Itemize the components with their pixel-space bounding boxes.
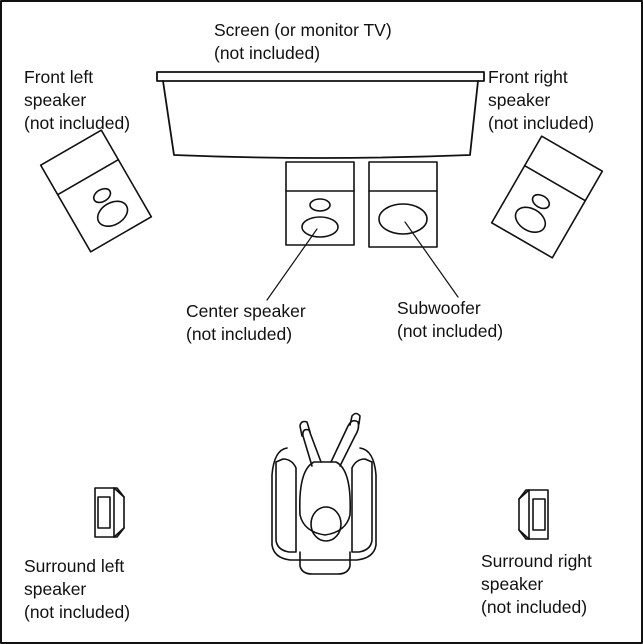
surround-right-label-line1: Surround right xyxy=(481,551,592,571)
subwoofer-label-line2: (not included) xyxy=(397,321,504,341)
center-label-line1: Center speaker xyxy=(186,301,306,321)
screen-icon xyxy=(156,71,485,159)
center-label-line2: (not included) xyxy=(186,324,293,344)
surround-right-label: Surround right speaker (not included) xyxy=(481,550,592,619)
front-left-label-line2: speaker xyxy=(24,90,87,110)
surround-left-speaker-icon xyxy=(94,487,125,538)
surround-left-label: Surround left speaker (not included) xyxy=(24,555,130,624)
listener-in-chair-icon xyxy=(271,412,377,575)
surround-left-label-line1: Surround left xyxy=(24,556,125,576)
screen-label-line1: Screen (or monitor TV) xyxy=(214,20,392,40)
subwoofer-icon xyxy=(368,161,438,248)
front-right-label: Front right speaker (not included) xyxy=(488,66,594,135)
front-right-speaker-icon xyxy=(490,135,604,259)
surround-right-label-line2: speaker xyxy=(481,574,544,594)
surround-right-label-line3: (not included) xyxy=(481,597,588,617)
front-left-label: Front left speaker (not included) xyxy=(24,66,130,135)
front-right-label-line3: (not included) xyxy=(488,113,595,133)
subwoofer-label-line1: Subwoofer xyxy=(397,298,481,318)
surround-left-label-line2: speaker xyxy=(24,579,87,599)
surround-right-speaker-icon xyxy=(518,489,549,540)
front-left-label-line1: Front left xyxy=(24,67,94,87)
subwoofer-label: Subwoofer (not included) xyxy=(397,297,503,343)
center-speaker-icon xyxy=(285,161,355,246)
front-left-label-line3: (not included) xyxy=(24,113,131,133)
screen-label-line2: (not included) xyxy=(214,43,321,63)
center-label: Center speaker (not included) xyxy=(186,300,306,346)
front-left-speaker-icon xyxy=(39,129,153,253)
subwoofer-leader-line xyxy=(404,221,459,298)
center-leader-line xyxy=(266,228,318,301)
surround-left-label-line3: (not included) xyxy=(24,602,131,622)
front-right-label-line2: speaker xyxy=(488,90,551,110)
screen-label: Screen (or monitor TV) (not included) xyxy=(214,19,392,65)
front-right-label-line1: Front right xyxy=(488,67,568,87)
